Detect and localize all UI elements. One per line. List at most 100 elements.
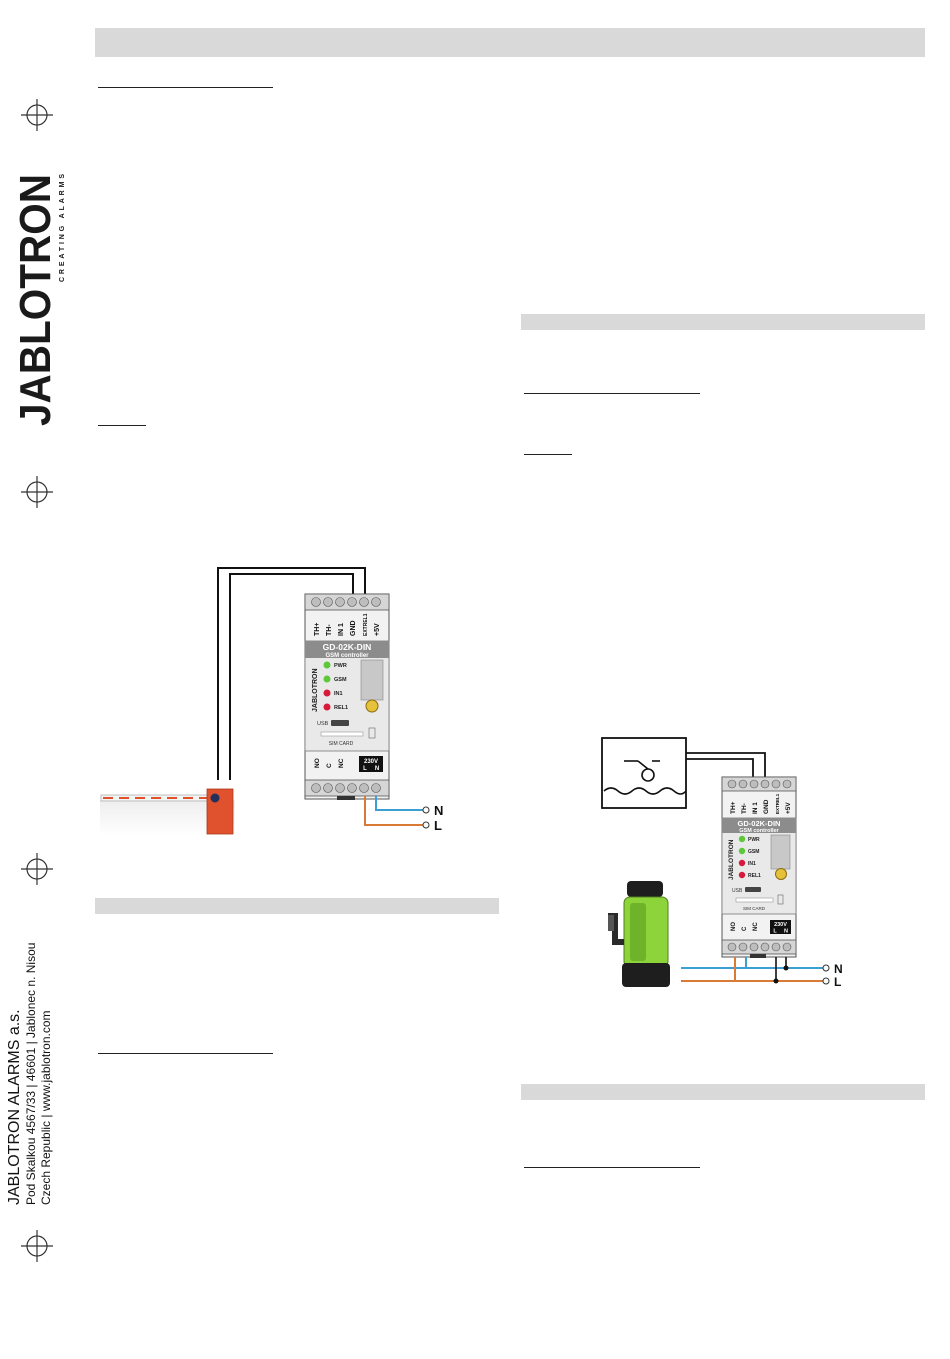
pump-wiring-diagram: TH+ TH- IN 1 GND EXTREL1 +5V GD-02K-DIN …	[601, 737, 843, 989]
led-label: PWR	[334, 663, 347, 669]
power-pin-l: L	[363, 766, 367, 772]
power-label: 230V	[774, 922, 787, 928]
terminal-label: TH+	[314, 623, 321, 636]
signal-wire	[686, 758, 754, 777]
led-pwr-icon	[323, 661, 331, 669]
device-vendor: JABLOTRON	[312, 668, 319, 712]
neutral-wire	[375, 796, 423, 811]
live-wire	[364, 796, 423, 826]
float-sensor-box	[601, 737, 687, 809]
led-in1-icon	[738, 859, 746, 867]
logo-tagline: CREATING ALARMS	[59, 172, 66, 282]
terminal-label: TH+	[730, 801, 737, 814]
led-label: IN1	[334, 691, 343, 697]
barrier-pivot	[210, 793, 220, 803]
sim-label: SIM CARD	[329, 741, 354, 747]
led-label: PWR	[748, 837, 760, 843]
terminal-label: GND	[350, 620, 357, 636]
header-band	[95, 28, 925, 57]
led-in1-icon	[323, 689, 331, 697]
left-heading-underline-2	[98, 425, 146, 426]
signal-wire	[229, 573, 354, 780]
left-heading-underline-3	[98, 1053, 273, 1054]
terminal-label: GND	[763, 799, 770, 814]
sim-slot-icon	[735, 897, 774, 903]
terminal-label: IN 1	[338, 623, 345, 636]
float-icon	[641, 768, 655, 782]
device-model: GD-02K-DIN	[323, 642, 372, 652]
usb-label: USB	[732, 888, 743, 894]
neutral-label: N	[834, 962, 843, 976]
terminal-label: NO	[731, 922, 737, 931]
right-section-band-2	[521, 1084, 925, 1100]
company-address: Pod Skalkou 4567/33 | 46601 | Jablonec n…	[24, 942, 38, 1205]
live-label: L	[834, 975, 841, 989]
led-gsm-icon	[738, 847, 746, 855]
device-model: GD-02K-DIN	[738, 819, 781, 828]
terminal-label: NO	[314, 758, 321, 768]
terminal-label: +5V	[785, 802, 792, 814]
live-terminal-icon	[422, 821, 430, 829]
terminal-label: NC	[753, 922, 759, 931]
device-subtitle: GSM controller	[325, 653, 369, 659]
device-vendor: JABLOTRON	[728, 839, 735, 880]
jablotron-logo: JABLOTRON CREATING ALARMS	[11, 172, 66, 426]
terminal-label: +5V	[374, 623, 381, 636]
barrier-wiring-diagram: TH+ TH- IN 1 GND EXTREL1 +5V GD-02K-DIN …	[100, 567, 443, 836]
neutral-terminal-icon	[822, 964, 830, 972]
antenna-connector-icon	[775, 868, 787, 880]
logo-wordmark: JABLOTRON	[11, 174, 60, 426]
neutral-label: N	[434, 803, 443, 818]
company-address-block: JABLOTRON ALARMS a.s. Pod Skalkou 4567/3…	[6, 885, 76, 1205]
gsm-controller-device: TH+ TH- IN 1 GND EXTREL1 +5V GD-02K-DIN …	[721, 776, 797, 958]
usb-label: USB	[317, 721, 329, 727]
right-heading-underline-3	[524, 1167, 700, 1168]
neutral-terminal-icon	[422, 806, 430, 814]
led-gsm-icon	[323, 675, 331, 683]
registration-mark-icon	[21, 99, 53, 131]
terminal-label: EXTREL1	[775, 793, 780, 814]
led-pwr-icon	[738, 835, 746, 843]
submersible-pump-icon	[608, 881, 670, 987]
led-rel1-icon	[738, 871, 746, 879]
power-pin-n: N	[375, 766, 379, 772]
led-label: IN1	[748, 861, 756, 867]
led-label: REL1	[334, 705, 348, 711]
sim-slot-icon	[320, 731, 364, 737]
company-country-web: Czech Republic | www.jablotron.com	[39, 1010, 53, 1205]
led-label: GSM	[748, 849, 759, 855]
terminal-label: TH-	[326, 624, 333, 636]
terminal-label: EXTREL1	[363, 613, 369, 636]
gsm-controller-device: TH+ TH- IN 1 GND EXTREL1 +5V GD-02K-DIN …	[304, 593, 390, 800]
live-label: L	[434, 818, 442, 833]
terminal-label: NC	[338, 758, 345, 768]
led-label: REL1	[748, 873, 761, 879]
signal-wire	[217, 567, 366, 780]
terminal-label: C	[326, 763, 333, 768]
company-name: JABLOTRON ALARMS a.s.	[6, 1009, 23, 1205]
left-section-band	[95, 898, 499, 914]
signal-wire	[686, 752, 766, 777]
usb-port-icon	[331, 720, 349, 726]
sim-label: SIM CARD	[743, 906, 766, 911]
usb-port-icon	[745, 887, 761, 892]
power-pin-n: N	[784, 929, 788, 935]
device-subtitle: GSM controller	[739, 828, 779, 834]
antenna-connector-icon	[365, 699, 379, 713]
registration-mark-icon	[21, 853, 53, 885]
registration-mark-icon	[21, 476, 53, 508]
right-section-band-1	[521, 314, 925, 330]
terminal-label: IN 1	[752, 802, 759, 814]
led-rel1-icon	[323, 703, 331, 711]
power-label: 230V	[364, 759, 378, 765]
led-label: GSM	[334, 677, 347, 683]
left-heading-underline-1	[98, 87, 273, 88]
barrier-housing	[206, 788, 234, 835]
water-wave-icon	[603, 787, 687, 795]
registration-mark-icon	[21, 1230, 53, 1262]
right-heading-underline-2	[524, 454, 572, 455]
right-heading-underline-1	[524, 393, 700, 394]
terminal-label: C	[742, 926, 748, 931]
power-pin-l: L	[773, 929, 777, 935]
live-terminal-icon	[822, 977, 830, 985]
